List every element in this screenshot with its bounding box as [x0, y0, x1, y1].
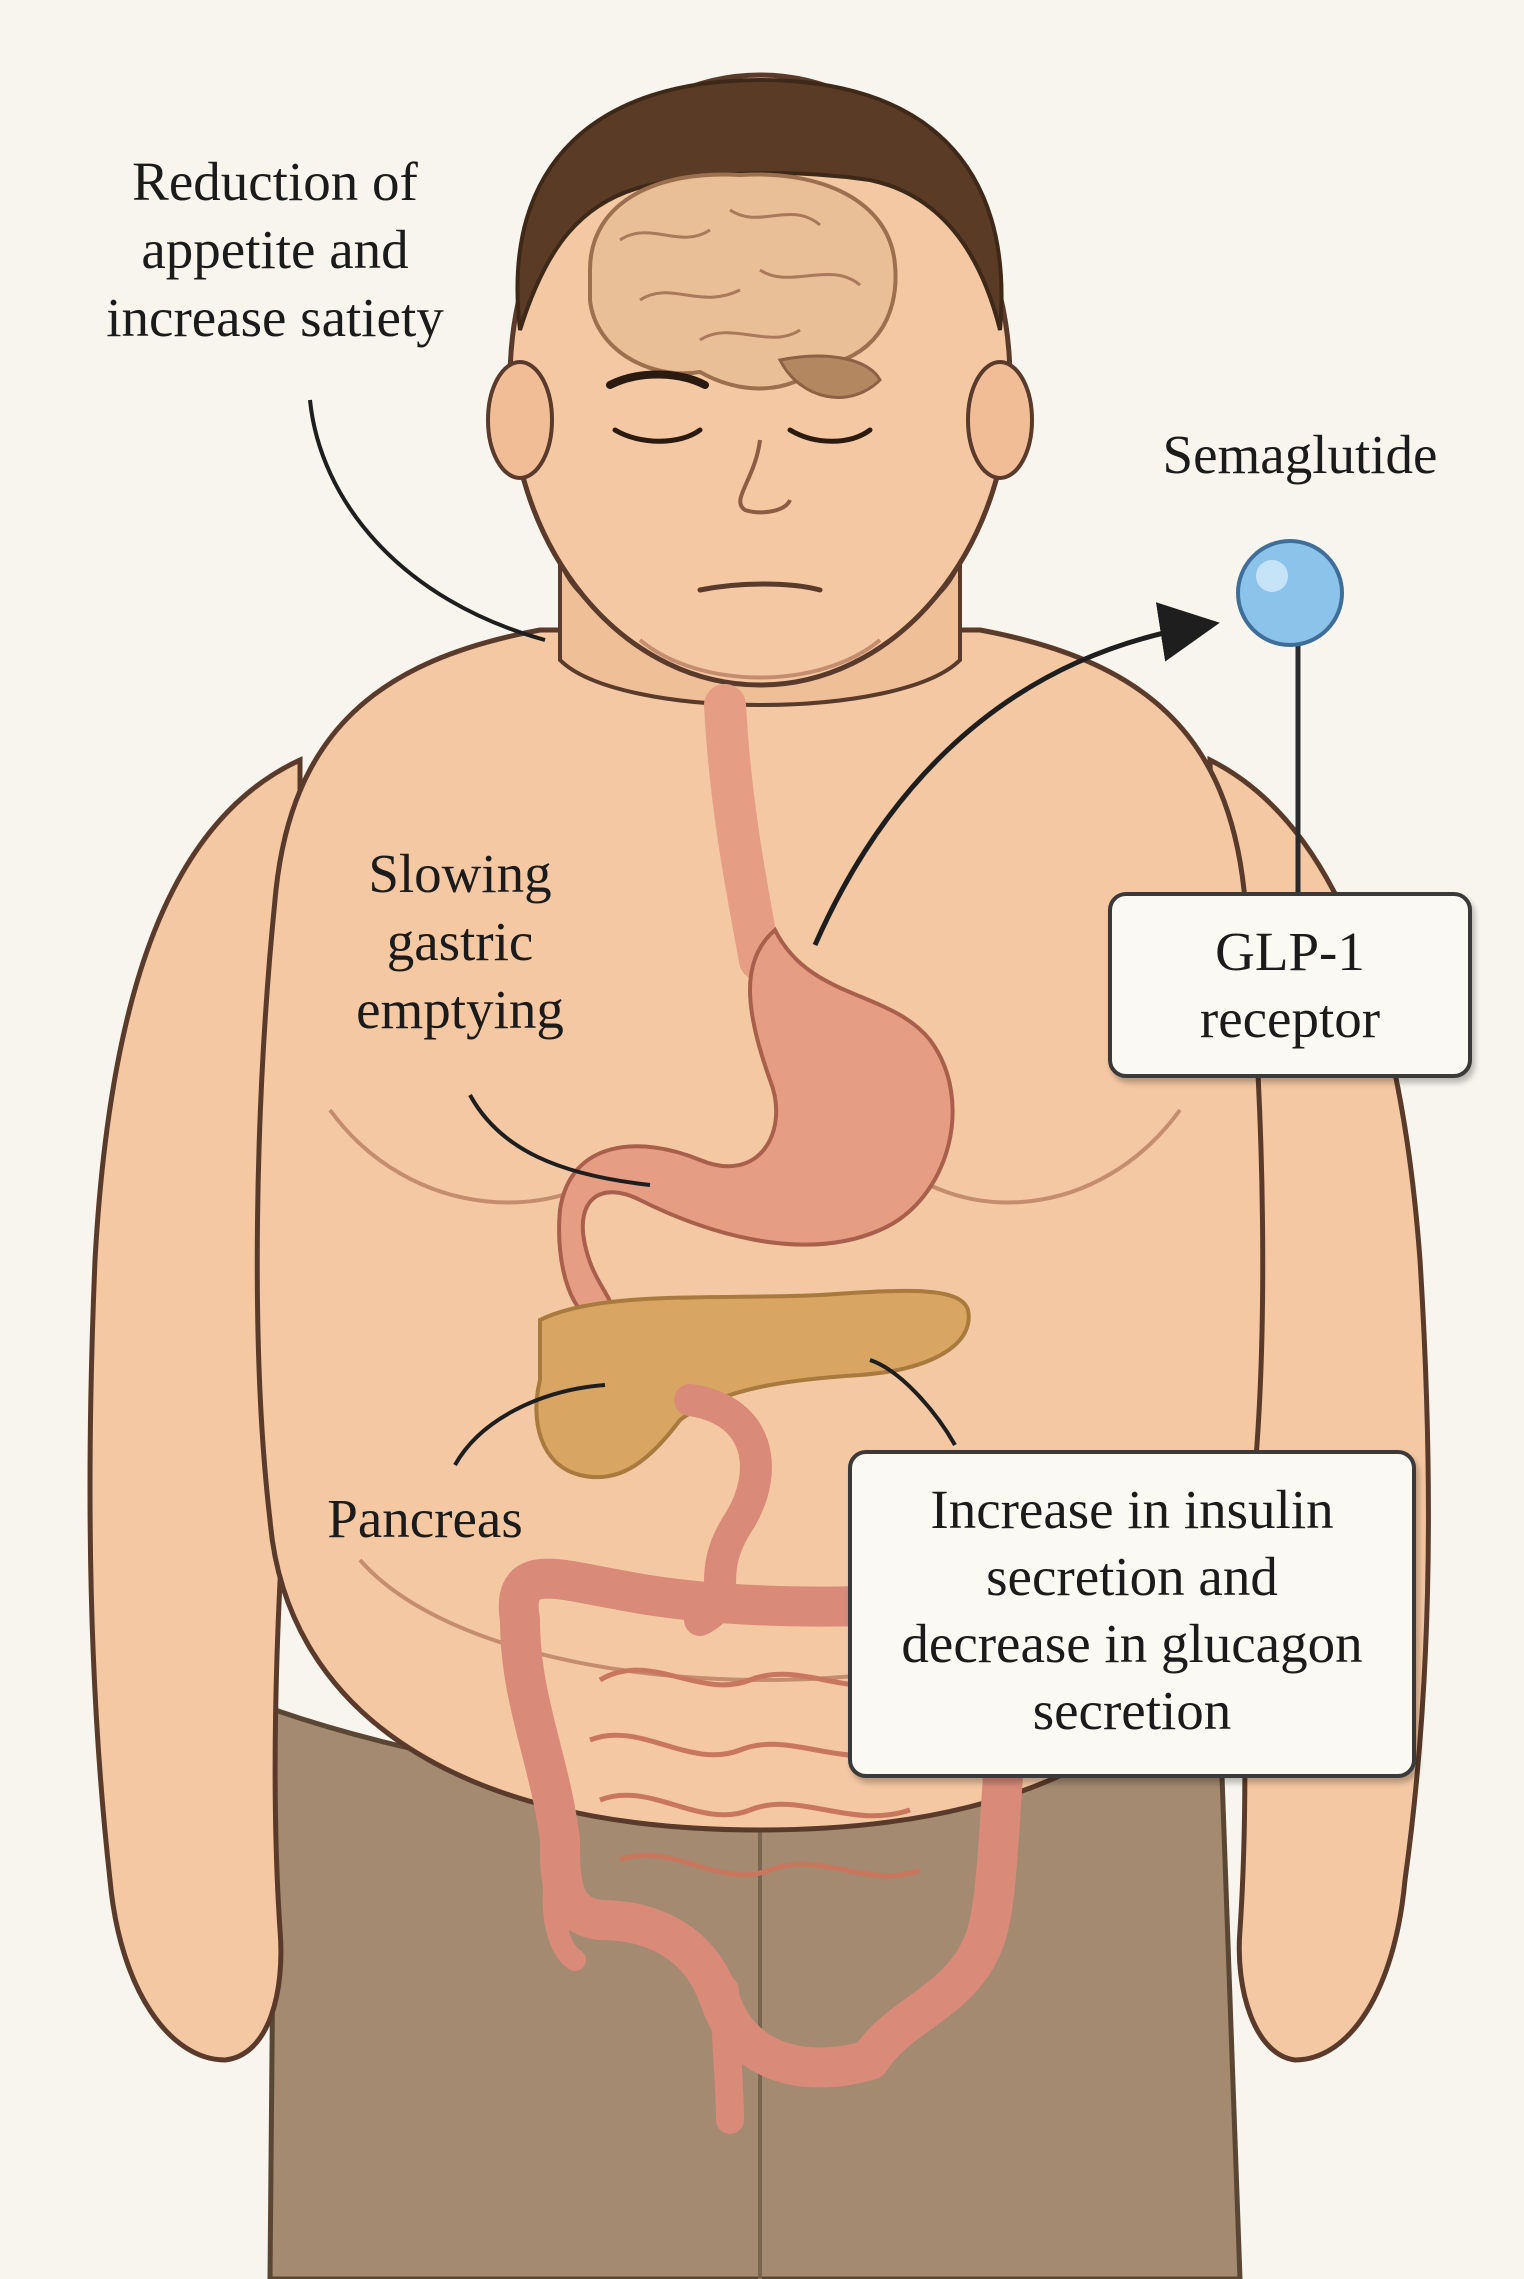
pancreas-organ: [534, 1288, 971, 1480]
insulin-pointer: [869, 1358, 957, 1446]
left-eyebrow: [606, 370, 709, 389]
glp1-line-1: GLP-1: [1215, 921, 1365, 982]
nose: [738, 439, 792, 515]
left-arm: [87, 756, 303, 2063]
appendix: [542, 1869, 586, 1971]
large-intestine: [498, 1558, 1034, 2088]
stomach: [557, 926, 955, 1323]
brain: [588, 172, 898, 391]
appetite-line-2: appetite and: [141, 219, 409, 280]
insulin-box: Increase in insulin secretion and decrea…: [848, 1450, 1416, 1778]
pancreas-label: Pancreas: [327, 1488, 523, 1549]
gastric-label: Slowing gastric emptying: [310, 840, 610, 1044]
appetite-pointer: [308, 399, 546, 642]
semaglutide-label: Semaglutide: [1162, 424, 1438, 485]
stomach-to-semaglutide-arrow: [812, 602, 1220, 947]
mouth: [697, 581, 823, 593]
left-ear: [486, 360, 554, 480]
semaglutide-molecule: [1236, 539, 1344, 647]
rectum: [711, 1976, 744, 2134]
left-eye: [612, 427, 703, 444]
double-chin: [638, 638, 882, 680]
right-eye: [787, 427, 873, 444]
gastric-pointer: [468, 1094, 651, 1187]
insulin-line-4: secretion: [1032, 1680, 1232, 1741]
molecule-highlight: [1256, 560, 1288, 592]
right-ear: [966, 360, 1034, 480]
appetite-label: Reduction of appetite and increase satie…: [60, 148, 490, 352]
insulin-line-3: decrease in glucagon: [901, 1613, 1363, 1674]
appetite-line-3: increase satiety: [106, 287, 444, 348]
insulin-line-2: secretion and: [986, 1546, 1278, 1607]
cerebellum: [777, 354, 882, 399]
pancreas-pointer: [453, 1383, 606, 1466]
appetite-line-1: Reduction of: [132, 151, 418, 212]
esophagus: [704, 684, 781, 981]
gastric-line-2: gastric: [386, 911, 534, 972]
gastric-line-1: Slowing: [368, 843, 552, 904]
glp1-line-2: receptor: [1199, 988, 1381, 1049]
brain-folds: [619, 208, 861, 342]
insulin-line-1: Increase in insulin: [930, 1479, 1334, 1540]
small-intestine: [589, 1667, 921, 1879]
glp1-receptor-box: GLP-1 receptor: [1108, 892, 1472, 1078]
gastric-line-3: emptying: [356, 979, 564, 1040]
